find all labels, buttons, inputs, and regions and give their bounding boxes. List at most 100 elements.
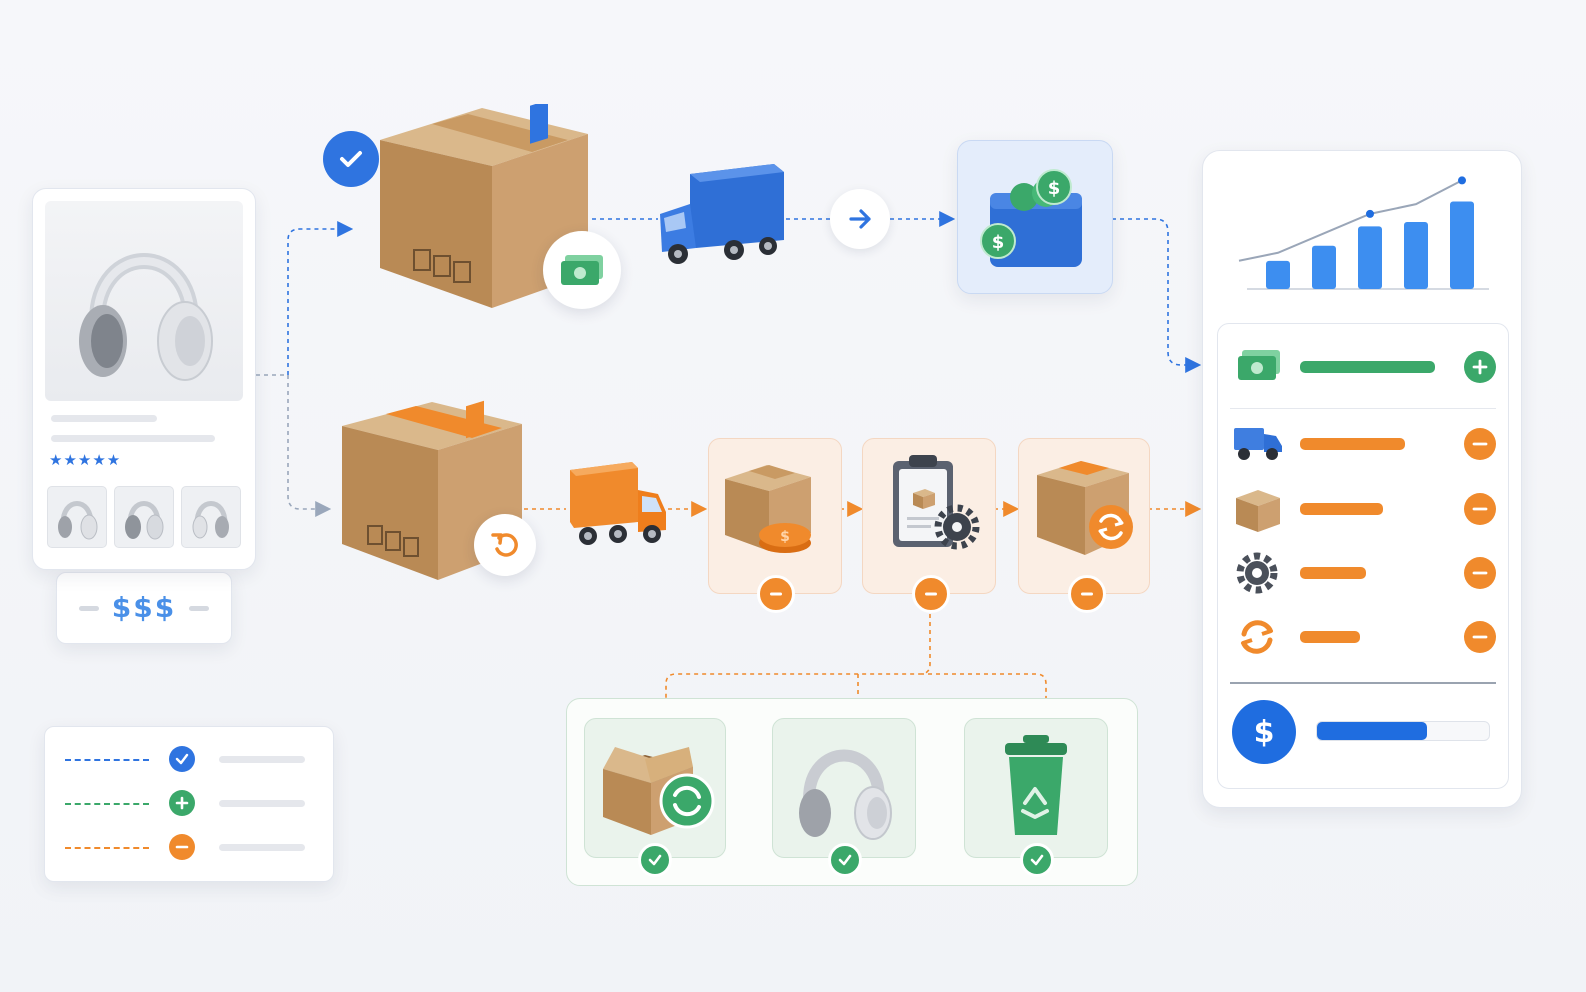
profit-dashboard: $ [1202,150,1522,808]
box-icon [342,400,522,580]
recycle-bin-icon [1005,735,1067,835]
svg-text:$: $ [992,232,1005,253]
product-image [45,201,243,401]
svg-text:$: $ [1048,178,1061,199]
wire-wallet-ledger [1112,218,1202,373]
truck-icon [1234,428,1282,460]
legend-label-placeholder-1 [219,756,305,763]
return-inspection-step [862,438,996,594]
minus-icon [1472,635,1488,639]
net-profit-fill [1317,722,1427,740]
price-dash-left [79,606,99,611]
coin-box-icon: $ [725,465,811,553]
sale-check-badge [323,131,379,187]
title-placeholder [51,415,157,422]
ledger-divider-total [1230,682,1496,684]
returned-box [336,398,526,582]
headphones-icon [79,253,213,381]
step3-minus-badge [1068,575,1106,613]
check-icon [1030,854,1044,866]
headphones-icon [58,501,98,540]
subtitle-placeholder [51,435,215,442]
net-profit-track [1316,721,1490,741]
restocking-minus-badge [1464,621,1496,653]
thumbnail-1[interactable] [47,486,107,548]
product-card[interactable]: ★★★★★ [32,188,256,570]
plus-icon [175,796,189,810]
thumbnail-row[interactable] [47,486,241,548]
legend-plus-badge [169,790,195,816]
return-truck-orange [566,460,670,556]
gear-icon [1236,552,1278,594]
refresh-icon [1241,620,1273,654]
minus-icon [770,592,782,596]
price-label: $$$ [111,591,177,624]
shipping-minus-badge [1464,428,1496,460]
processing-cost-bar [1300,567,1366,579]
check-icon [340,151,362,167]
chart-bar-5 [1450,201,1474,289]
minus-icon [925,592,937,596]
chart-trend-point-3 [1366,209,1374,218]
headphones-icon [125,501,164,540]
open-box-refresh-icon [603,747,715,835]
bar-chart-icon [1238,176,1489,290]
truck-icon [570,462,666,545]
headphones-icon [192,501,229,539]
legend-minus-badge [169,834,195,860]
shipped-box [372,100,594,310]
ledger-panel: $ [1217,323,1509,789]
cash-badge [543,231,621,309]
chart-bar-1 [1266,260,1290,289]
check-icon [175,753,189,765]
chart-trend-line [1238,179,1463,262]
wire-step2-outcomes [665,606,1047,698]
plus-icon [1472,359,1488,375]
undo-icon [491,533,518,557]
box-icon [380,100,588,308]
thumbnail-2[interactable] [114,486,174,548]
legend-check-badge [169,746,195,772]
legend-label-placeholder-3 [219,844,305,851]
price-card: $$$ [56,572,232,644]
legend-line-cost [65,847,149,849]
outcome-repackage [584,718,726,858]
minus-icon [175,845,189,849]
dollar-icon: $ [1254,715,1275,750]
net-profit-badge: $ [1232,700,1296,764]
wallet-card: $ $ [957,140,1113,294]
arrow-right-icon [849,209,871,229]
legend-line-gain [65,803,149,805]
revenue-bar [1300,361,1435,373]
minus-icon [1472,442,1488,446]
svg-text:$: $ [780,529,790,545]
return-undo-badge [474,514,536,576]
restocking-cost-bar [1300,631,1360,643]
outcome-1-check [638,843,672,877]
packaging-minus-badge [1464,493,1496,525]
ledger-divider-top [1230,408,1496,409]
wire-to-return-box [287,375,332,517]
cash-icon [561,255,603,285]
thumbnail-3[interactable] [181,486,241,548]
truck-icon [660,164,784,264]
chart-bar-4 [1404,222,1428,289]
headphones-icon [799,749,892,840]
minus-icon [1472,571,1488,575]
chart-bar-2 [1312,245,1336,289]
box-refresh-icon [1037,461,1133,555]
minus-icon [1081,592,1093,596]
shipping-cost-bar [1300,438,1405,450]
cash-icon [1238,350,1280,380]
step2-minus-badge [912,575,950,613]
step1-minus-badge [757,575,795,613]
price-dash-right [189,606,209,611]
return-shipping-cost-step: $ [708,438,842,594]
check-icon [648,854,662,866]
outcome-3-check [1020,843,1054,877]
packaging-cost-bar [1300,503,1383,515]
wire-to-sale-box [287,221,354,375]
legend-label-placeholder-2 [219,800,305,807]
svg-text:$: $ [1254,715,1275,750]
